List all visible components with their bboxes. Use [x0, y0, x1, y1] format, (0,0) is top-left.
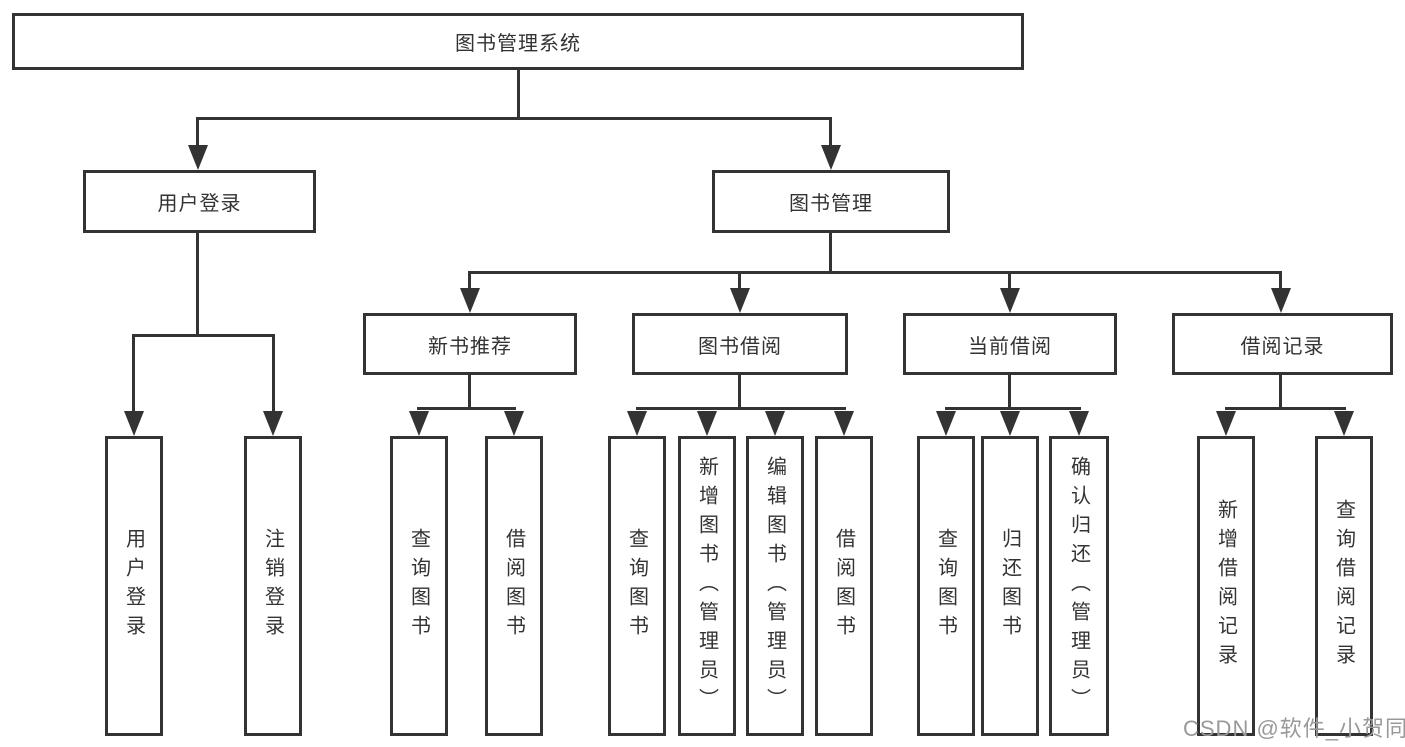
node-leaf-logout-label: 注销登录 — [261, 528, 284, 644]
node-leaf-bb-query-books: 查询图书 — [608, 436, 666, 736]
connector-book-mgmt-drop — [829, 117, 832, 146]
node-leaf-bb-borrow-books: 借阅图书 — [815, 436, 873, 736]
arrowhead-down — [730, 288, 750, 313]
arrowhead-down — [834, 411, 854, 436]
arrowhead-down — [124, 411, 144, 436]
node-leaf-bb-borrow-books-label: 借阅图书 — [832, 528, 855, 644]
arrowhead-down — [188, 145, 208, 170]
node-leaf-bb-query-books-label: 查询图书 — [625, 528, 648, 644]
arrowhead-down — [1216, 411, 1236, 436]
node-leaf-br-add-record: 新增借阅记录 — [1197, 436, 1255, 736]
node-leaf-logout: 注销登录 — [244, 436, 302, 736]
arrowhead-down — [697, 411, 717, 436]
connector-borrow-records-stem — [1279, 374, 1282, 408]
connector-user-login-horizontal — [132, 334, 275, 337]
arrowhead-down — [460, 288, 480, 313]
node-leaf-bb-add-books-admin-label: 新增图书（管理员） — [695, 455, 718, 717]
node-book-borrow: 图书借阅 — [632, 313, 848, 375]
node-user-login: 用户登录 — [83, 170, 316, 233]
node-leaf-user-login: 用户登录 — [105, 436, 163, 736]
node-leaf-cb-query-books-label: 查询图书 — [934, 528, 957, 644]
connector-new-books-stem — [468, 374, 471, 408]
node-leaf-nb-borrow-books: 借阅图书 — [485, 436, 543, 736]
node-leaf-cb-confirm-return-admin: 确认归还（管理员） — [1049, 436, 1109, 736]
arrowhead-down — [821, 145, 841, 170]
connector-level1-horizontal — [196, 117, 832, 120]
node-new-book-recommend-label: 新书推荐 — [428, 335, 512, 358]
arrowhead-down — [1000, 288, 1020, 313]
node-leaf-cb-confirm-return-admin-label: 确认归还（管理员） — [1067, 455, 1090, 717]
connector-borrow-records-horizontal — [1225, 407, 1346, 410]
connector-book-borrow-horizontal — [636, 407, 846, 410]
node-leaf-bb-edit-books-admin: 编辑图书（管理员） — [746, 436, 804, 736]
connector-user-login-drop — [196, 117, 199, 146]
arrowhead-down — [1334, 411, 1354, 436]
node-library-system-label: 图书管理系统 — [455, 33, 581, 55]
arrowhead-down — [1271, 288, 1291, 313]
connector-logout-leaf-drop — [272, 334, 275, 412]
node-borrow-records-label: 借阅记录 — [1240, 335, 1325, 358]
node-current-borrow-label: 当前借阅 — [968, 335, 1052, 358]
node-leaf-cb-return-books: 归还图书 — [981, 436, 1039, 736]
connector-current-borrow-horizontal — [945, 407, 1081, 410]
node-borrow-records: 借阅记录 — [1172, 313, 1393, 375]
arrowhead-down — [263, 411, 283, 436]
node-leaf-bb-edit-books-admin-label: 编辑图书（管理员） — [763, 455, 786, 717]
connector-user-login-stem — [196, 232, 199, 335]
connector-level2-horizontal — [468, 271, 1282, 274]
connector-root-stem — [517, 69, 520, 118]
node-leaf-nb-borrow-books-label: 借阅图书 — [502, 528, 525, 644]
node-library-system: 图书管理系统 — [12, 13, 1024, 70]
node-user-login-label: 用户登录 — [157, 193, 242, 215]
node-leaf-user-login-label: 用户登录 — [122, 528, 145, 644]
node-current-borrow: 当前借阅 — [903, 313, 1117, 375]
connector-book-mgmt-stem — [829, 232, 832, 272]
node-leaf-br-query-record-label: 查询借阅记录 — [1332, 499, 1355, 673]
connector-current-borrow-drop — [1008, 271, 1011, 289]
node-new-book-recommend: 新书推荐 — [363, 313, 577, 375]
arrowhead-down — [936, 411, 956, 436]
arrowhead-down — [1069, 411, 1089, 436]
node-leaf-nb-query-books-label: 查询图书 — [407, 528, 430, 644]
arrowhead-down — [1000, 411, 1020, 436]
node-leaf-nb-query-books: 查询图书 — [390, 436, 448, 736]
connector-borrow-records-drop — [1279, 271, 1282, 289]
node-leaf-cb-query-books: 查询图书 — [917, 436, 975, 736]
connector-current-borrow-stem — [1008, 374, 1011, 408]
csdn-watermark: CSDN @软件_小贺同学 — [1183, 716, 1405, 741]
arrowhead-down — [627, 411, 647, 436]
connector-book-borrow-drop — [738, 271, 741, 289]
node-book-borrow-label: 图书借阅 — [698, 335, 782, 358]
connector-book-borrow-stem — [738, 374, 741, 408]
node-leaf-bb-add-books-admin: 新增图书（管理员） — [678, 436, 736, 736]
connector-new-books-horizontal — [417, 407, 516, 410]
node-book-management-label: 图书管理 — [789, 193, 873, 215]
arrowhead-down — [765, 411, 785, 436]
connector-new-books-drop — [468, 271, 471, 289]
arrowhead-down — [409, 411, 429, 436]
node-leaf-cb-return-books-label: 归还图书 — [998, 528, 1021, 644]
arrowhead-down — [504, 411, 524, 436]
node-leaf-br-add-record-label: 新增借阅记录 — [1214, 499, 1237, 673]
node-book-management: 图书管理 — [712, 170, 950, 233]
connector-login-leaf-drop — [132, 334, 135, 412]
node-leaf-br-query-record: 查询借阅记录 — [1315, 436, 1373, 736]
